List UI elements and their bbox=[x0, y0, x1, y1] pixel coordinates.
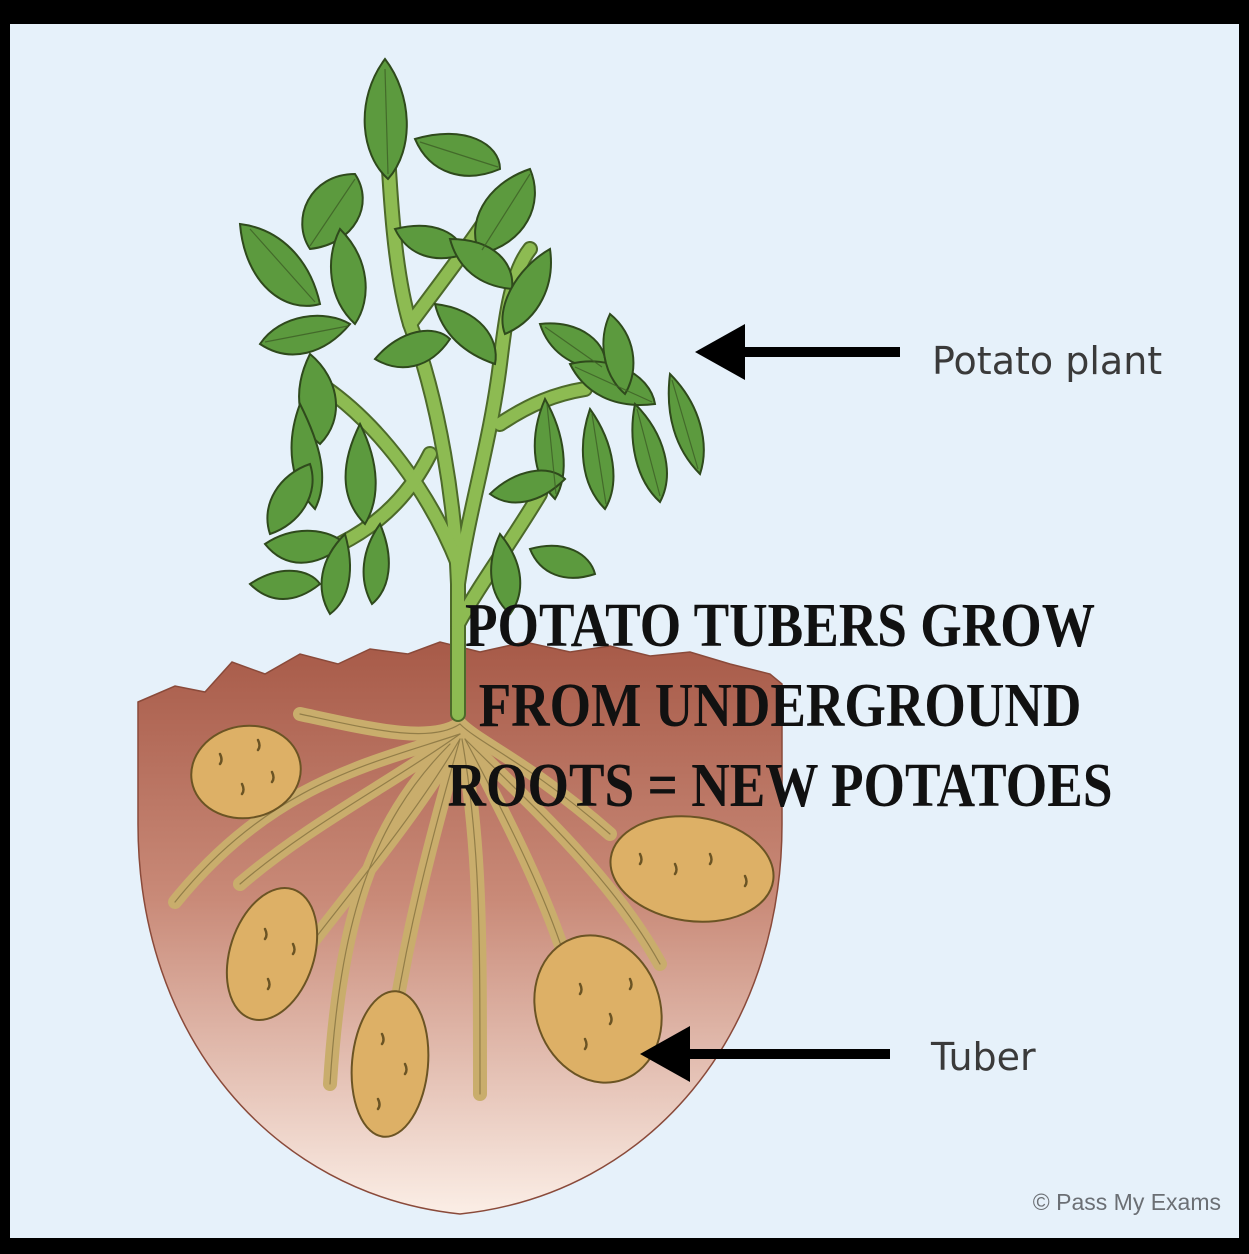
potato-plant-label: Potato plant bbox=[932, 339, 1162, 383]
copyright-credit: © Pass My Exams bbox=[1033, 1189, 1221, 1216]
headline-caption: POTATO TUBERS GROW FROM UNDERGROUND ROOT… bbox=[436, 586, 1124, 826]
tuber-label: Tuber bbox=[931, 1035, 1036, 1079]
